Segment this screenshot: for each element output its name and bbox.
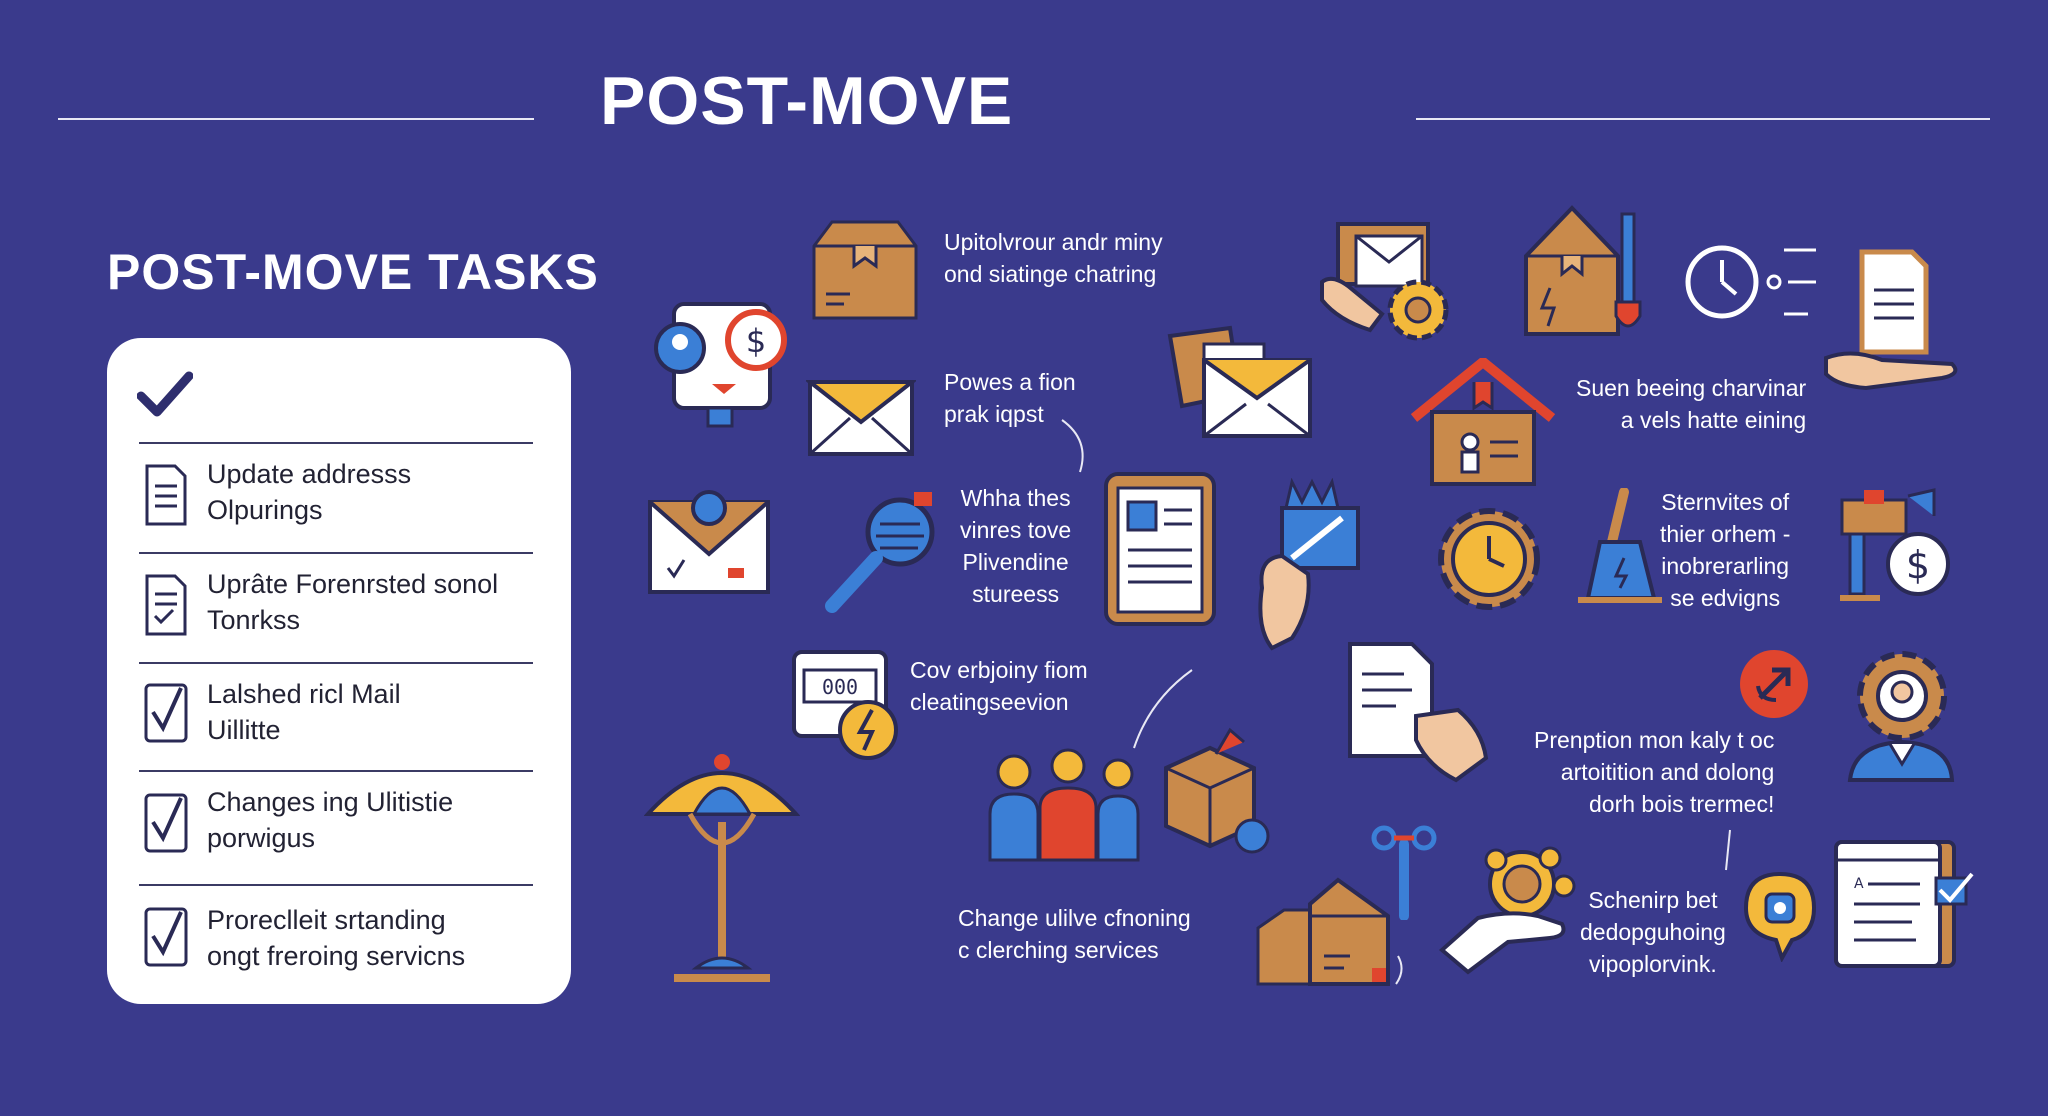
refresh-badge-icon [1740,650,1808,718]
checkbox-checked-icon [144,683,188,743]
family-icon [988,748,1140,862]
utility-meter-icon: 000 [792,650,898,760]
document-icon [145,464,187,526]
house-icon [1410,358,1556,486]
title-rule-left [58,118,534,120]
chat-bubble-icon [1743,871,1817,962]
mailbox-icon [648,490,770,594]
page-title: POST-MOVE [600,63,1014,139]
document-hand-icon [1348,642,1489,783]
title-rule-right [1416,118,1990,120]
umbrella-lamp-icon [644,754,800,982]
package-delivery-icon [1164,727,1270,854]
svg-text:A: A [1854,876,1864,892]
coin-hand-icon [1438,846,1576,975]
svg-text:$: $ [746,322,766,360]
checkbox-checked-icon [144,907,188,967]
moving-box-icon [812,220,918,320]
house-box-icon [1524,205,1642,336]
envelope-icon [806,380,916,456]
id-card-hand-icon [1258,478,1360,651]
gear-clock-icon [1438,508,1540,610]
checkmark-icon [137,371,193,417]
bell-icon [1578,488,1662,603]
video-call-icon: $ [654,302,787,428]
svg-text:000: 000 [822,675,858,699]
boxes-icon [1256,877,1403,986]
wrench-icon [1371,825,1437,920]
clipboard-document-icon [1104,472,1216,626]
checked-document-icon [145,574,187,636]
checklist-heading: POST-MOVE TASKS [107,244,599,300]
magnifier-icon [825,492,935,613]
mail-stack-icon [1167,325,1312,438]
clock-icon [1685,245,1816,319]
checkbox-checked-icon [144,793,188,853]
mail-hand-gear-icon [1320,222,1449,341]
support-agent-icon [1847,651,1955,782]
document-in-hand-icon [1824,249,1958,391]
dollar-box-icon: $ [1840,488,1950,601]
checklist-board-icon: A [1834,840,1974,968]
svg-text:$: $ [1906,543,1930,587]
